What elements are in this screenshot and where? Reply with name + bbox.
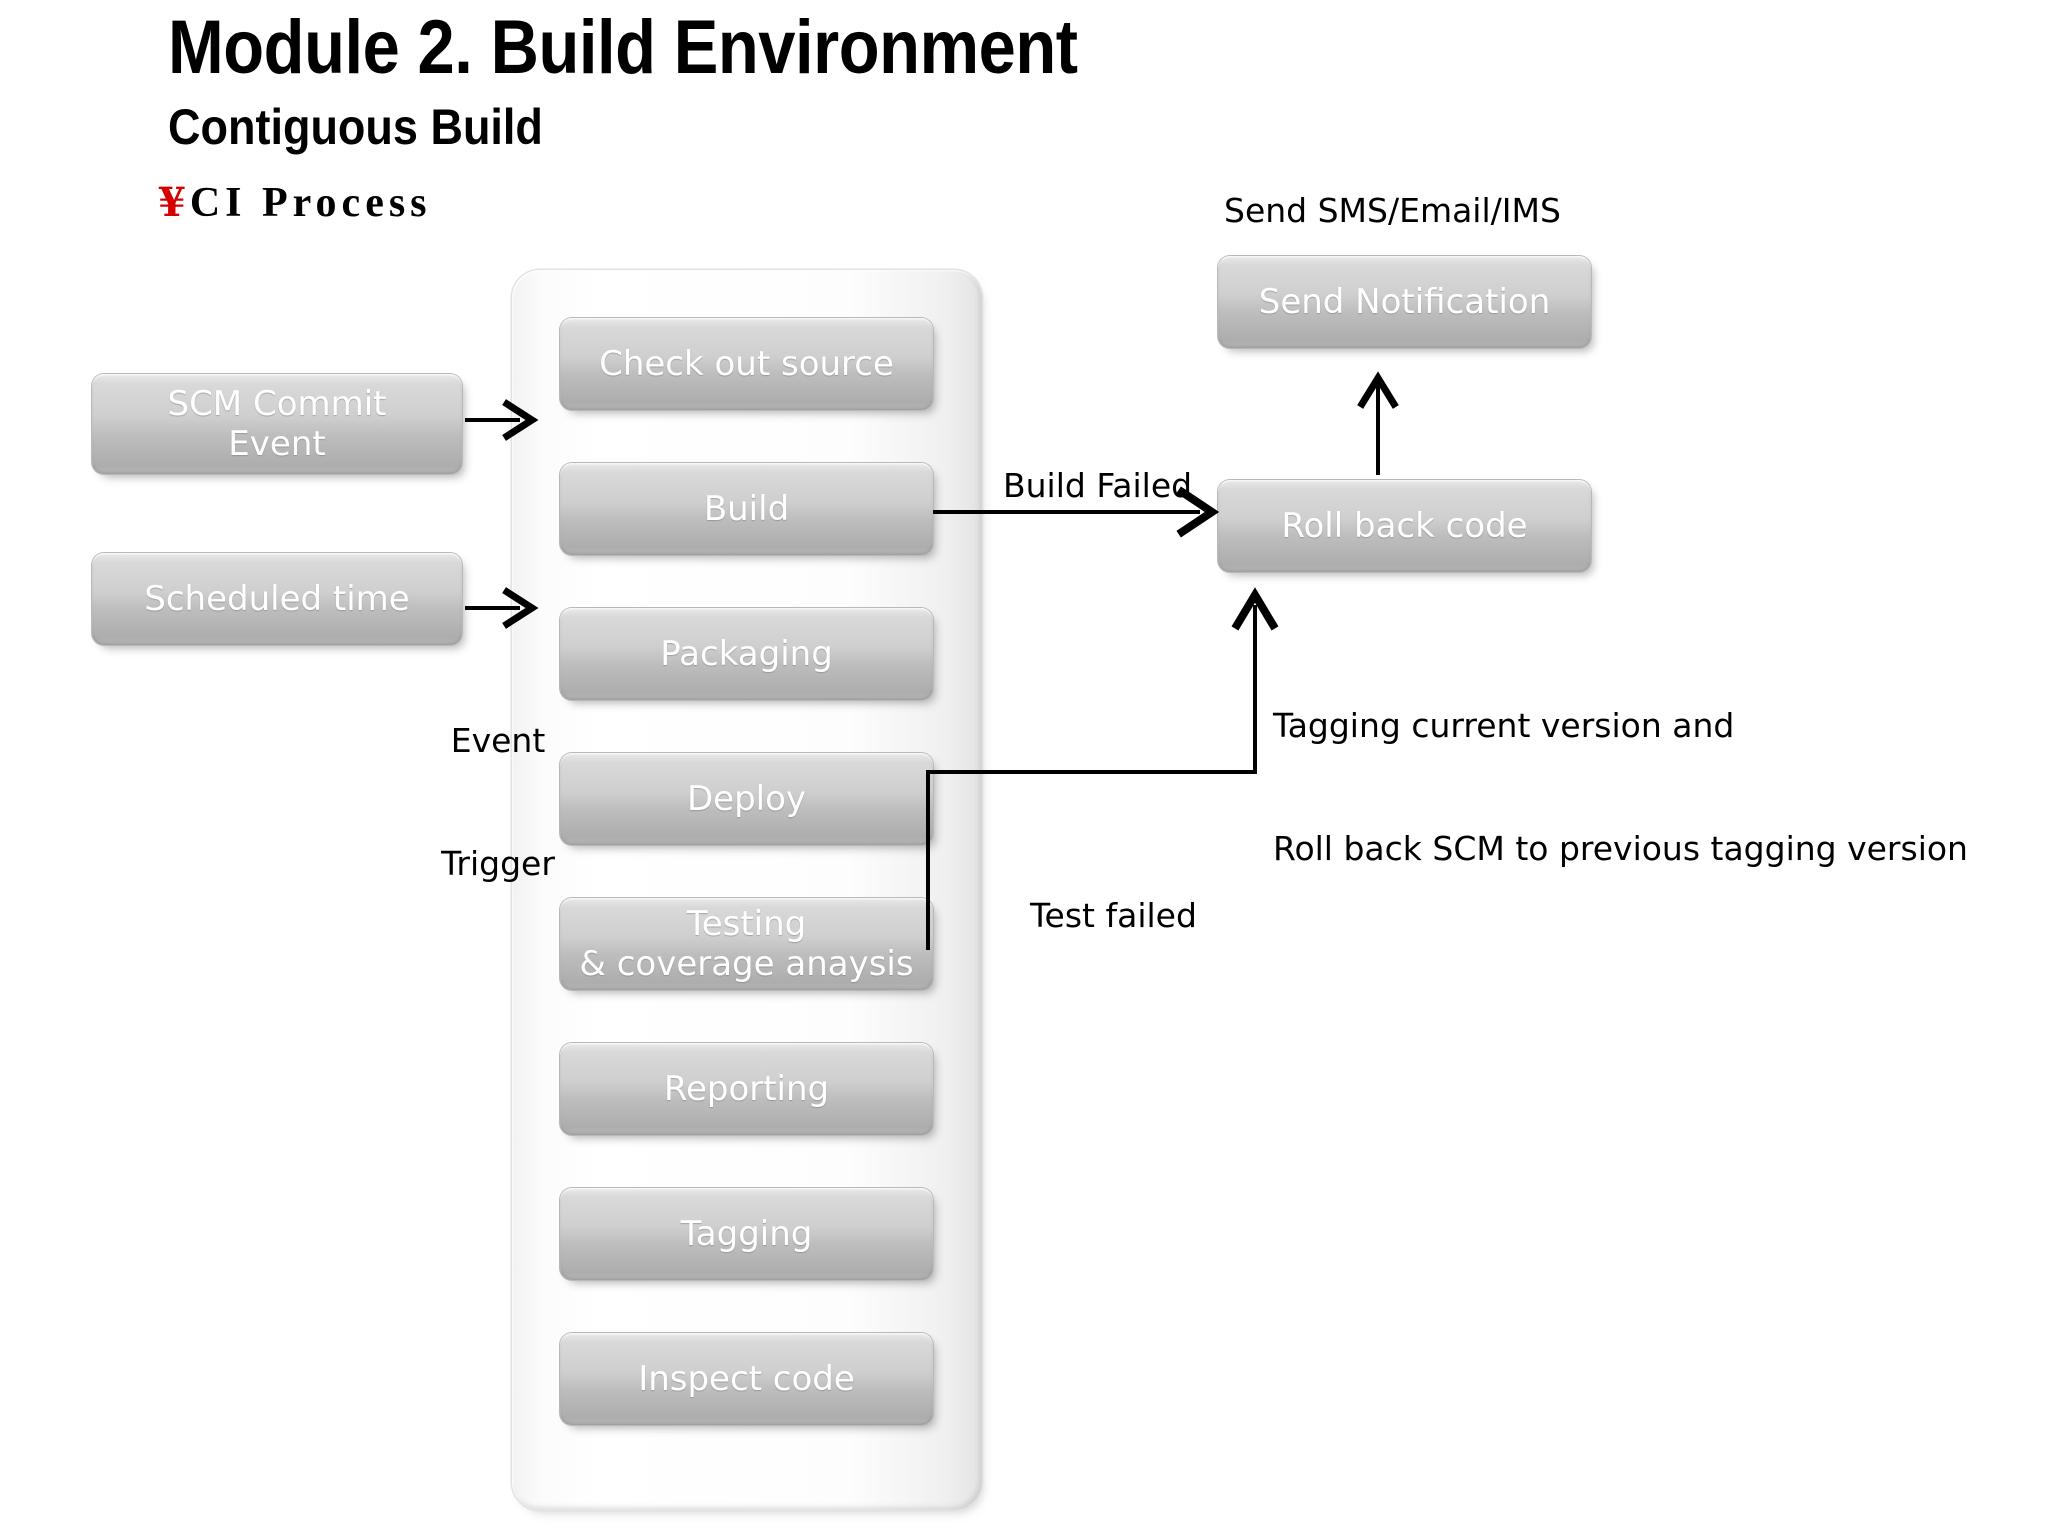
node-label: Send Notification bbox=[1258, 281, 1551, 322]
node-label: Packaging bbox=[660, 633, 833, 674]
yen-bullet-icon: ¥ bbox=[158, 179, 186, 226]
node-label: Deploy bbox=[686, 778, 807, 819]
label-event-trigger-line2: Trigger bbox=[441, 844, 555, 884]
node-label: Roll back code bbox=[1281, 505, 1528, 546]
label-rollback-note: Tagging current version and Roll back SC… bbox=[1273, 622, 1968, 952]
node-build[interactable]: Build bbox=[560, 463, 933, 555]
node-label-line2: & coverage anaysis bbox=[579, 944, 914, 984]
node-scheduled-time[interactable]: Scheduled time bbox=[92, 553, 462, 645]
node-label: SCM Commit Event bbox=[167, 384, 386, 464]
label-send-channels: Send SMS/Email/IMS bbox=[1224, 191, 1561, 230]
node-check-out-source[interactable]: Check out source bbox=[560, 318, 933, 410]
node-label: Build bbox=[703, 488, 790, 529]
node-send-notification[interactable]: Send Notification bbox=[1218, 256, 1591, 348]
node-scm-commit-event[interactable]: SCM Commit Event bbox=[92, 374, 462, 474]
node-label: Scheduled time bbox=[144, 579, 409, 619]
node-testing[interactable]: Testing & coverage anaysis bbox=[560, 898, 933, 990]
node-label-line2: Event bbox=[228, 424, 326, 464]
label-event-trigger: Event Trigger bbox=[418, 637, 578, 967]
label-test-failed: Test failed bbox=[1030, 896, 1197, 935]
node-label: Inspect code bbox=[638, 1358, 855, 1399]
page-title: Module 2. Build Environment bbox=[168, 5, 1078, 90]
label-rollback-note-line2: Roll back SCM to previous tagging versio… bbox=[1273, 829, 1968, 869]
node-label: Check out source bbox=[599, 343, 894, 384]
label-build-failed: Build Failed bbox=[1003, 466, 1193, 505]
node-inspect-code[interactable]: Inspect code bbox=[560, 1333, 933, 1425]
bullet-ci-process: ¥ CI Process bbox=[158, 182, 432, 224]
node-label: Tagging bbox=[680, 1213, 813, 1254]
node-roll-back-code[interactable]: Roll back code bbox=[1218, 480, 1591, 572]
node-label-line1: Testing bbox=[686, 903, 807, 944]
node-packaging[interactable]: Packaging bbox=[560, 608, 933, 700]
node-label: Testing & coverage anaysis bbox=[579, 904, 913, 984]
node-reporting[interactable]: Reporting bbox=[560, 1043, 933, 1135]
bullet-label: CI Process bbox=[189, 180, 432, 226]
label-rollback-note-line1: Tagging current version and bbox=[1273, 705, 1735, 745]
arrow-rollback-to-notification bbox=[1357, 371, 1399, 475]
label-event-trigger-line1: Event bbox=[450, 720, 546, 760]
node-label-line1: Scheduled time bbox=[144, 578, 410, 619]
node-deploy[interactable]: Deploy bbox=[560, 753, 933, 845]
node-tagging[interactable]: Tagging bbox=[560, 1188, 933, 1280]
node-label-line1: SCM Commit bbox=[167, 383, 387, 424]
node-label: Reporting bbox=[663, 1068, 830, 1109]
page-subtitle: Contiguous Build bbox=[168, 99, 543, 155]
ci-pipeline-container bbox=[512, 270, 982, 1510]
